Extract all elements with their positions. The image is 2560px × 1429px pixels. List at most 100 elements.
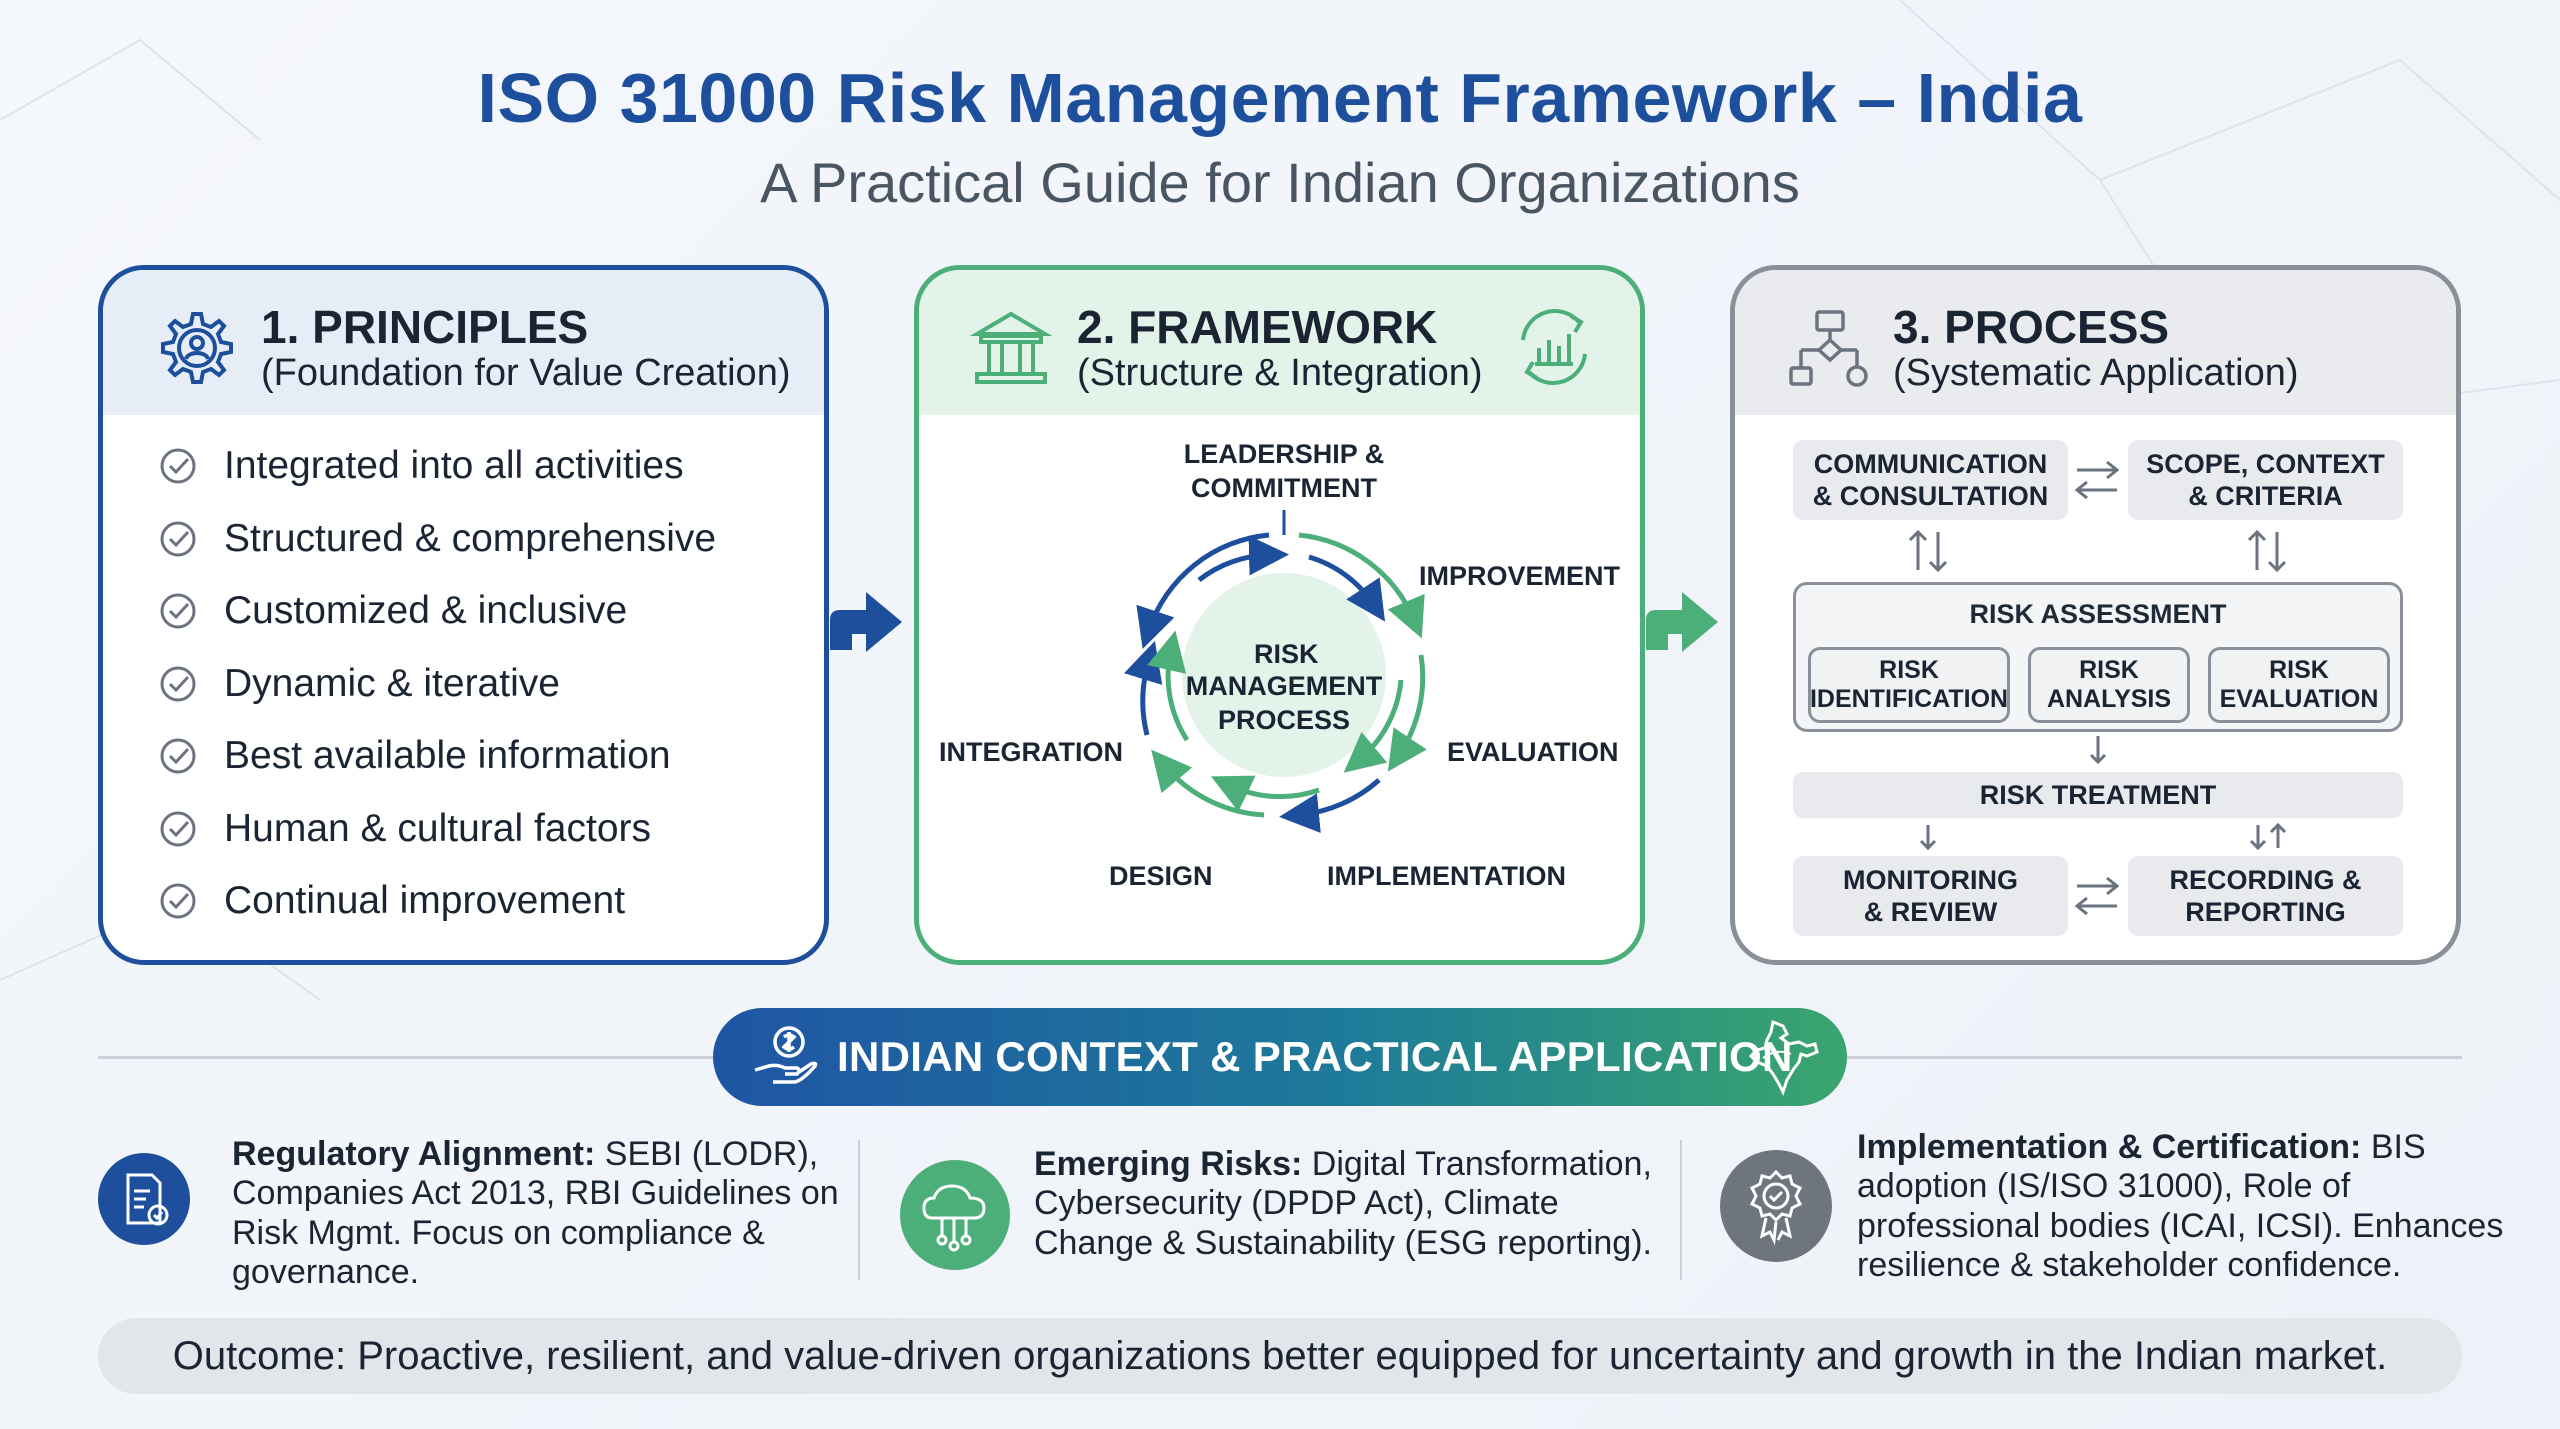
principles-title: 1. PRINCIPLES: [261, 301, 589, 353]
regulatory-alignment-text: Regulatory Alignment: SEBI (LODR), Compa…: [232, 1135, 839, 1293]
page-subtitle: A Practical Guide for Indian Organizatio…: [760, 151, 1800, 214]
check-circle-icon: [160, 593, 196, 629]
principles-list: Integrated into all activities Structure…: [158, 430, 716, 938]
check-circle-icon: [160, 738, 196, 774]
evaluation-label: EVALUATION: [1447, 737, 1619, 767]
arrow-right-icon: [1646, 592, 1718, 652]
framework-subtitle: (Structure & Integration): [1077, 352, 1483, 394]
leadership-line-2: COMMITMENT: [1191, 472, 1377, 503]
framework-center-label: RISK: [1254, 638, 1319, 672]
column-divider: [1680, 1140, 1682, 1280]
principle-text: Integrated into all activities: [224, 444, 684, 488]
regulatory-line-3: Risk Mgmt. Focus on compliance &: [232, 1213, 765, 1252]
regulatory-line-4: governance.: [232, 1253, 420, 1292]
improvement-label: IMPROVEMENT: [1419, 561, 1621, 591]
risk-evaluation-line-1: RISK: [2269, 656, 2329, 685]
emerging-risks-text: Emerging Risks: Digital Transformation, …: [1034, 1145, 1652, 1263]
framework-center-label-2: MANAGEMENT PROCESS: [1159, 670, 1409, 738]
cycle-center-disc: [1182, 573, 1386, 777]
process-connectors: [1908, 460, 2287, 916]
check-circle-icon: [160, 448, 196, 484]
leadership-label: LEADERSHIP & COMMITMENT: [1159, 438, 1409, 506]
principle-text: Dynamic & iterative: [224, 661, 560, 705]
document-check-icon: [98, 1153, 190, 1245]
emerging-line-1: Digital Transformation,: [1311, 1145, 1652, 1183]
recording-line-1: RECORDING &: [2169, 864, 2362, 895]
list-item: Integrated into all activities: [158, 430, 716, 503]
emerging-label: Emerging Risks:: [1034, 1145, 1303, 1183]
process-subtitle: (Systematic Application): [1893, 352, 2299, 394]
certificate-badge-icon: [1720, 1150, 1832, 1262]
check-circle-icon: [160, 811, 196, 847]
regulatory-label: Regulatory Alignment:: [232, 1135, 596, 1173]
communication-box: COMMUNICATION& CONSULTATION: [1793, 440, 2068, 520]
risk-assessment-label: RISK ASSESSMENT: [1969, 599, 2227, 629]
principle-text: Continual improvement: [224, 879, 626, 923]
design-label: DESIGN: [1109, 861, 1213, 891]
principle-text: Customized & inclusive: [224, 589, 628, 633]
scope-line-1: SCOPE, CONTEXT: [2146, 448, 2385, 479]
principles-panel: 1. PRINCIPLES (Foundation for Value Crea…: [98, 265, 829, 965]
hand-coin-icon: [754, 1026, 818, 1084]
list-item: Continual improvement: [158, 865, 716, 938]
recording-line-2: REPORTING: [2185, 897, 2346, 927]
indian-context-banner: INDIAN CONTEXT & PRACTICAL APPLICATION: [713, 1008, 1847, 1106]
cycle-chart-icon: [1521, 309, 1587, 385]
center-line-1: RISK: [1254, 639, 1319, 669]
regulatory-line-2: Companies Act 2013, RBI Guidelines on: [232, 1174, 839, 1213]
communication-line-1: COMMUNICATION: [1813, 448, 2048, 479]
page-title: ISO 31000 Risk Management Framework – In…: [477, 59, 2083, 137]
identification-line-1: RISK: [1879, 656, 1939, 685]
implementation-label: Implementation & Certification:: [1857, 1128, 2362, 1166]
process-panel: 3. PROCESS (Systematic Application) COMM…: [1730, 265, 2461, 965]
flowchart-icon: [1789, 310, 1868, 387]
regulatory-line-1: SEBI (LODR),: [604, 1135, 819, 1173]
communication-line-2: & CONSULTATION: [1812, 481, 2049, 511]
check-circle-icon: [160, 666, 196, 702]
identification-line-2: IDENTIFICATION: [1809, 685, 2009, 713]
center-line-2: MANAGEMENT: [1185, 671, 1383, 701]
check-circle-icon: [160, 883, 196, 919]
scope-line-2: & CRITERIA: [2188, 481, 2343, 511]
cloud-circuit-icon: [900, 1160, 1010, 1270]
list-item: Structured & comprehensive: [158, 503, 716, 576]
banner-text: INDIAN CONTEXT & PRACTICAL APPLICATION: [837, 1033, 1793, 1080]
implementation-line-3: professional bodies (ICAI, ICSI). Enhanc…: [1857, 1206, 2504, 1245]
framework-title: 2. FRAMEWORK: [1077, 301, 1438, 353]
framework-header: 2. FRAMEWORK (Structure & Integration): [919, 270, 1640, 415]
column-divider: [858, 1140, 860, 1280]
analysis-line-2: ANALYSIS: [2046, 685, 2172, 713]
principle-text: Structured & comprehensive: [224, 516, 717, 560]
principles-header: 1. PRINCIPLES (Foundation for Value Crea…: [103, 270, 824, 415]
list-item: Dynamic & iterative: [158, 648, 716, 721]
principles-subtitle: (Foundation for Value Creation): [261, 352, 791, 394]
principle-text: Human & cultural factors: [224, 806, 652, 850]
monitoring-line-2: & REVIEW: [1863, 897, 1998, 927]
emerging-line-2: Cybersecurity (DPDP Act), Climate: [1034, 1184, 1559, 1223]
monitoring-line-1: MONITORING: [1843, 864, 2018, 895]
framework-cycle: [1124, 510, 1427, 834]
list-item: Human & cultural factors: [158, 793, 716, 866]
monitoring-box: MONITORING& REVIEW: [1793, 856, 2068, 936]
implementation-certification-text: Implementation & Certification: BIS adop…: [1857, 1128, 2503, 1286]
implementation-line-4: resilience & stakeholder confidence.: [1857, 1246, 2402, 1285]
risk-treatment-box: RISK TREATMENT: [1793, 772, 2403, 818]
scope-box: SCOPE, CONTEXT& CRITERIA: [2128, 440, 2403, 520]
recording-box: RECORDING &REPORTING: [2128, 856, 2403, 936]
framework-panel: 2. FRAMEWORK (Structure & Integration): [914, 265, 1645, 965]
emerging-line-3: Change & Sustainability (ESG reporting).: [1034, 1223, 1652, 1262]
center-line-3: PROCESS: [1217, 704, 1351, 735]
integration-label: INTEGRATION: [939, 737, 1123, 767]
leadership-line-1: LEADERSHIP &: [1183, 439, 1385, 469]
implementation-line-1: BIS: [2370, 1128, 2426, 1166]
process-title: 3. PROCESS: [1893, 301, 2170, 353]
outcome-banner: Outcome: Proactive, resilient, and value…: [98, 1318, 2462, 1394]
gear-user-icon: [161, 312, 233, 384]
institution-icon: [969, 311, 1053, 384]
implementation-line-2: adoption (IS/ISO 31000), Role of: [1857, 1167, 2351, 1206]
arrow-right-icon: [830, 592, 902, 652]
